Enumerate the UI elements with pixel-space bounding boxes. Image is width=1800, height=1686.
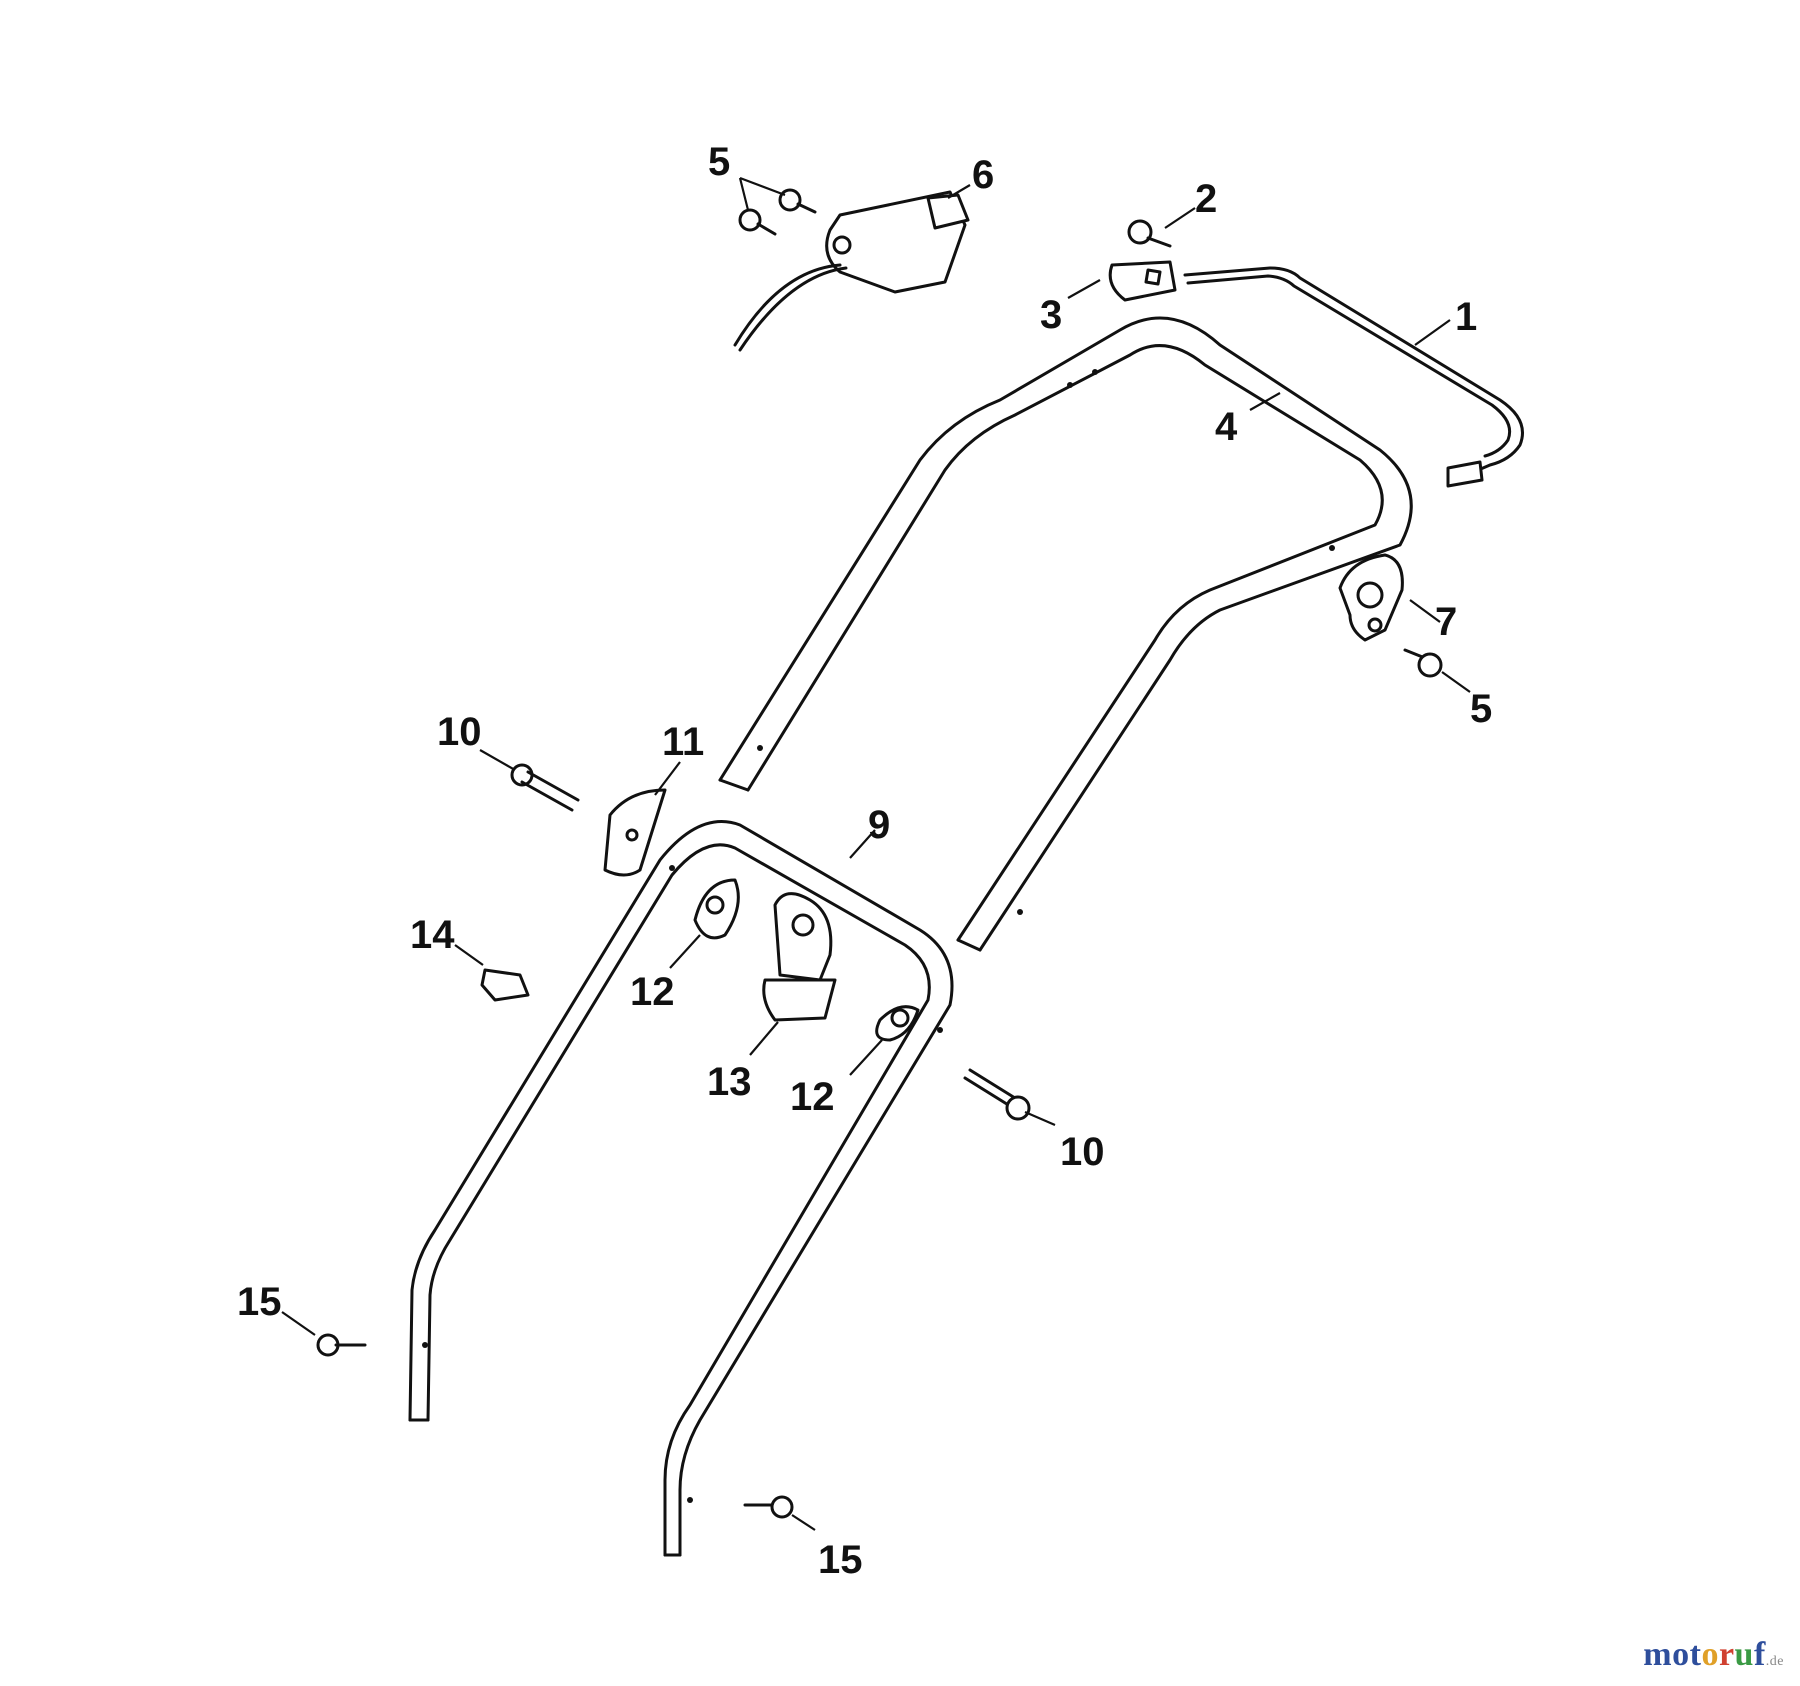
handle-knob	[1108, 260, 1177, 302]
callout-5-top: 5	[708, 140, 730, 184]
callout-12-right: 12	[790, 1075, 835, 1119]
knob-right	[875, 1005, 920, 1042]
watermark-letter: m	[1643, 1636, 1673, 1673]
watermark-logo: motoruf.de	[1643, 1636, 1784, 1674]
callout-2: 2	[1195, 177, 1217, 221]
callout-12-left: 12	[630, 970, 675, 1014]
knob-left	[693, 878, 740, 940]
watermark-letter: r	[1718, 1636, 1735, 1673]
callout-6: 6	[972, 153, 994, 197]
watermark-letter: u	[1734, 1636, 1754, 1673]
callout-5-right: 5	[1470, 687, 1492, 731]
watermark-letter: t	[1689, 1636, 1702, 1673]
callout-3: 3	[1040, 293, 1062, 337]
callout-11: 11	[662, 720, 704, 764]
screw-2	[1127, 219, 1172, 248]
cable-clamp	[1338, 553, 1404, 642]
watermark-suffix: .de	[1765, 1654, 1784, 1669]
callout-4: 4	[1215, 405, 1238, 449]
upper-handle	[718, 316, 1413, 952]
callout-1: 1	[1455, 295, 1477, 339]
callout-15-right: 15	[818, 1538, 863, 1582]
leader-lines	[281, 176, 1471, 1531]
callout-10-left: 10	[437, 710, 482, 754]
watermark-letter: f	[1753, 1636, 1766, 1673]
bolt-right	[963, 1068, 1031, 1121]
screw-15-left	[316, 1333, 367, 1357]
callout-13: 13	[707, 1060, 752, 1104]
watermark-letter: o	[1701, 1636, 1719, 1673]
screw-clamp	[1403, 648, 1443, 678]
callout-10-right: 10	[1060, 1130, 1105, 1174]
bolt-left	[510, 763, 580, 812]
callout-9: 9	[868, 803, 890, 847]
nut	[480, 968, 530, 1002]
watermark-letter: o	[1672, 1636, 1690, 1673]
callout-7: 7	[1435, 600, 1457, 644]
rope-guide	[762, 892, 837, 1022]
switch-box	[733, 190, 970, 352]
callout-labels: 1 2 3 4 5 5 6 7 9 10 10 11 12 12 13 14 1…	[237, 140, 1492, 1582]
callout-15-left: 15	[237, 1280, 282, 1324]
control-bail	[1183, 266, 1524, 488]
screws-switch-box	[738, 188, 817, 236]
callout-14: 14	[410, 913, 455, 957]
screw-15-right	[743, 1495, 794, 1519]
bracket	[603, 788, 667, 877]
lower-handle	[408, 820, 954, 1557]
